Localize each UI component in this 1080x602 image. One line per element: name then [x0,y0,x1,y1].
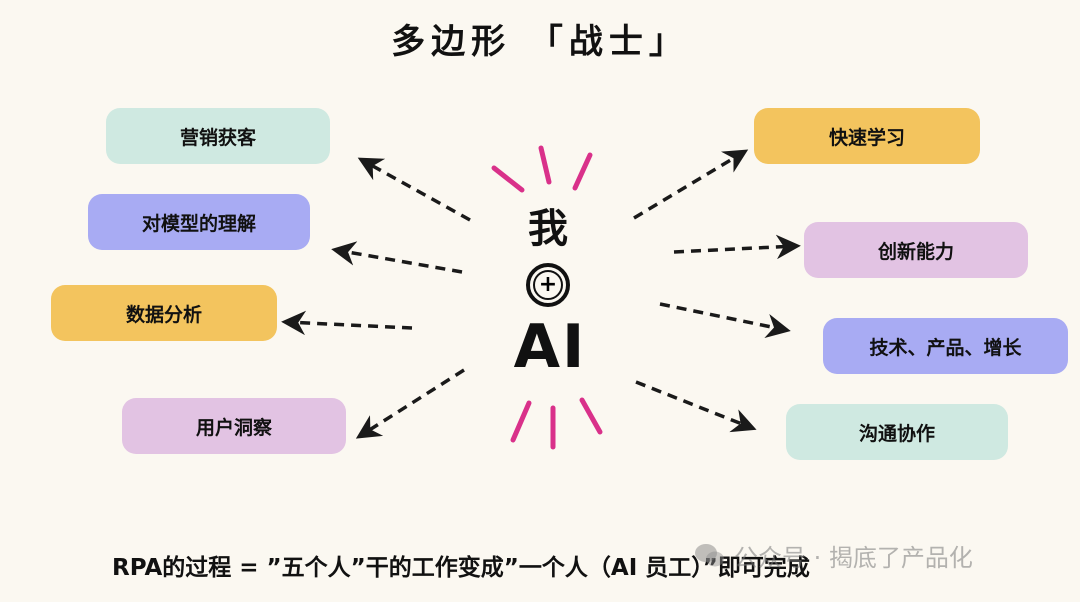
node-label: 数据分析 [125,303,202,326]
plus-symbol: + [533,270,563,300]
node-label: 快速学习 [828,126,905,149]
arrow-to-marketing [357,157,471,222]
arrow-to-user-insight [355,368,465,439]
watermark: 公众号 · 揭底了产品化 [694,538,973,573]
node-tech-product-growth: 技术、产品、增长 [823,318,1068,374]
center-ai-label: AI [513,312,587,382]
node-model-understanding: 对模型的理解 [88,194,310,250]
node-fast-learning: 快速学习 [754,108,980,164]
arrow-to-tech [659,302,791,339]
node-label: 技术、产品、增长 [869,336,1022,359]
watermark-text: 公众号 · 揭底了产品化 [734,544,973,572]
node-user-insight: 用户洞察 [122,398,346,454]
node-label: 用户洞察 [195,416,272,439]
page-title: 多边形 「战士」 [391,22,689,62]
node-innovation: 创新能力 [804,222,1028,278]
accent-ray [538,145,552,185]
arrow-to-data-analysis [281,310,413,336]
node-label: 沟通协作 [858,422,935,445]
accent-ray [510,400,532,443]
node-communication: 沟通协作 [786,404,1008,460]
arrow-to-model [331,241,463,274]
accent-ray [579,397,603,435]
node-marketing: 营销获客 [106,108,330,164]
plus-icon: + [526,263,570,307]
accent-ray [572,152,593,191]
arrow-to-communication [635,380,757,433]
center-me-label: 我 [528,206,568,252]
node-label: 创新能力 [877,240,954,263]
arrow-to-innovation [673,234,801,260]
accent-ray [491,165,525,193]
node-label: 营销获客 [179,126,256,149]
footer-summary: RPA的过程 = ”五个人”干的工作变成”一个人（AI 员工）”即可完成 [112,555,810,581]
wechat-icon [694,542,726,570]
node-label: 对模型的理解 [141,212,256,235]
arrow-to-fast-learning [633,149,749,220]
node-data-analysis: 数据分析 [51,285,277,341]
